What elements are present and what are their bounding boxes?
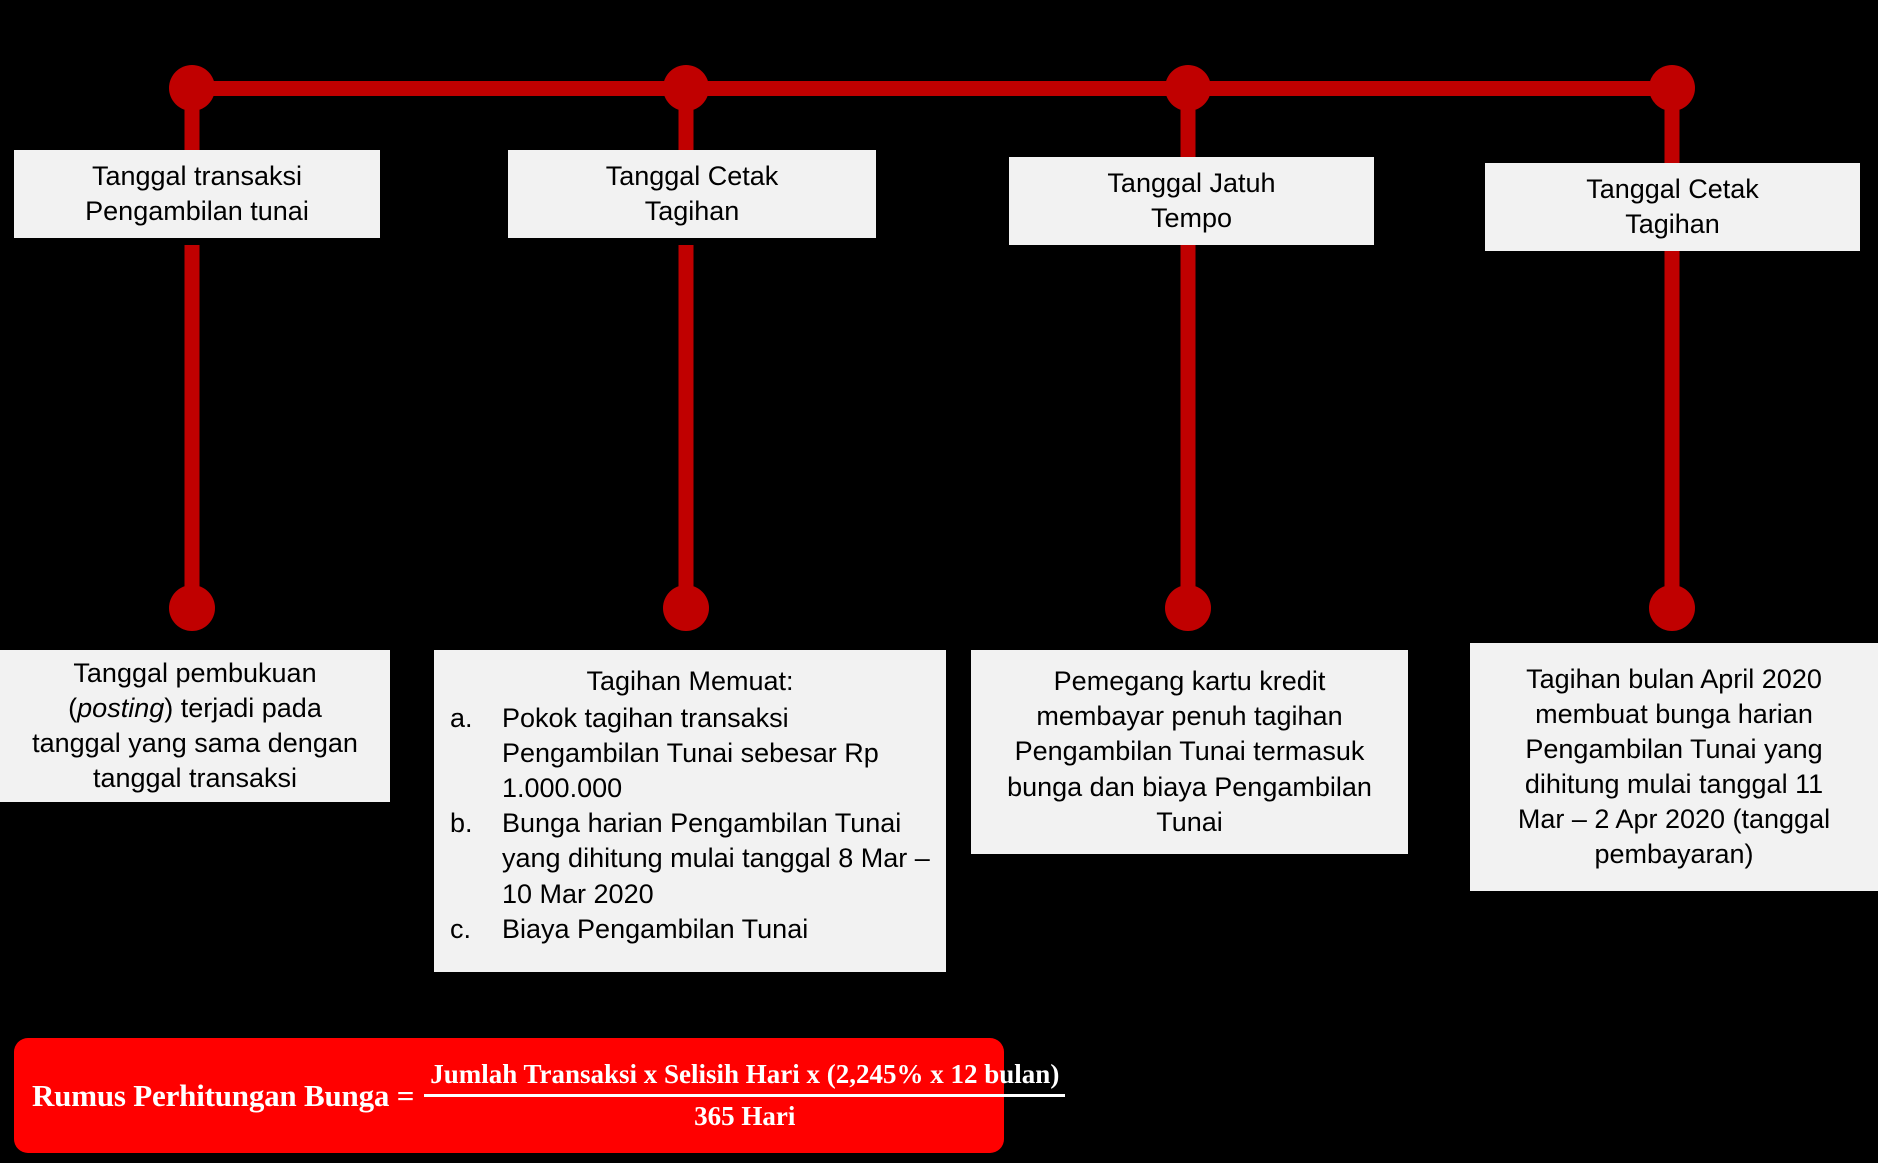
milestone-3-detail-line-3: Pengambilan Tunai termasuk (1014, 736, 1365, 767)
timeline-node-1[interactable] (169, 65, 215, 111)
formula-numerator: Jumlah Transaksi x Selisih Hari x (2,245… (430, 1059, 1060, 1090)
timeline-node-bottom-4[interactable] (1649, 585, 1695, 631)
milestone-2-list-item-c: c. Biaya Pengambilan Tunai (450, 912, 930, 947)
list-marker-b: b. (450, 808, 473, 839)
formula-fraction-bar (424, 1093, 1066, 1097)
milestone-3-detail-line-4: bunga dan biaya Pengambilan (1007, 771, 1372, 802)
milestone-3-detail-line-2: membayar penuh tagihan (1036, 701, 1343, 732)
milestone-1-detail-line-2: (posting) terjadi pada (68, 692, 322, 723)
milestone-4-top-line-2: Tagihan (1625, 209, 1720, 239)
posting-italic-term: posting (77, 692, 165, 723)
milestone-3-detail-box[interactable]: Pemegang kartu kredit membayar penuh tag… (971, 650, 1408, 854)
list-text-a: Pokok tagihan transaksi Pengambilan Tuna… (502, 703, 879, 804)
list-marker-c: c. (450, 913, 472, 944)
milestone-2-top-line-1: Tanggal Cetak (605, 160, 779, 191)
milestone-2-top-line-2: Tagihan (644, 196, 740, 226)
timeline-node-4[interactable] (1649, 65, 1695, 111)
connector-stem-bottom-3 (1180, 245, 1196, 610)
formula-fraction: Jumlah Transaksi x Selisih Hari x (2,245… (424, 1059, 1066, 1131)
connector-stem-bottom-1 (184, 245, 200, 610)
timeline-node-bottom-2[interactable] (663, 585, 709, 631)
milestone-2-top-box[interactable]: Tanggal Cetak Tagihan (508, 150, 876, 238)
milestone-4-detail-line-2: membuat bunga harian (1535, 698, 1813, 729)
milestone-3-detail-line-1: Pemegang kartu kredit (1053, 666, 1326, 697)
milestone-2-list-title: Tagihan Memuat: (586, 666, 794, 696)
milestone-1-detail-box[interactable]: Tanggal pembukuan (posting) terjadi pada… (0, 650, 390, 802)
timeline-node-bottom-1[interactable] (169, 585, 215, 631)
timeline-node-2[interactable] (663, 65, 709, 111)
milestone-1-detail-line-3: tanggal yang sama dengan (32, 728, 358, 758)
milestone-1-top-line-1: Tanggal transaksi (91, 160, 303, 191)
milestone-2-list-item-a: a. Pokok tagihan transaksi Pengambilan T… (450, 701, 930, 806)
milestone-4-top-box[interactable]: Tanggal Cetak Tagihan (1485, 163, 1860, 251)
milestone-1-top-box[interactable]: Tanggal transaksi Pengambilan tunai (14, 150, 380, 238)
milestone-1-detail-line-1: Tanggal pembukuan (73, 657, 317, 688)
formula-label: Rumus Perhitungan Bunga = (32, 1077, 415, 1113)
milestone-2-detail-box[interactable]: Tagihan Memuat: a. Pokok tagihan transak… (434, 650, 946, 972)
formula-denominator: 365 Hari (694, 1100, 796, 1131)
timeline-node-3[interactable] (1165, 65, 1211, 111)
timeline-rail (192, 81, 1672, 96)
milestone-3-top-line-2: Tempo (1150, 203, 1233, 233)
milestone-4-detail-box[interactable]: Tagihan bulan April 2020 membuat bunga h… (1470, 643, 1878, 891)
connector-stem-bottom-4 (1664, 245, 1680, 610)
milestone-3-detail-line-5: Tunai (1156, 806, 1223, 837)
list-marker-a: a. (450, 703, 473, 734)
timeline-node-bottom-3[interactable] (1165, 585, 1211, 631)
milestone-3-top-line-1: Tanggal Jatuh (1107, 167, 1276, 198)
milestone-2-list-item-b: b. Bunga harian Pengambilan Tunai yang d… (450, 806, 930, 911)
interest-formula-bar: Rumus Perhitungan Bunga = Jumlah Transak… (14, 1038, 1066, 1153)
milestone-4-detail-line-4: dihitung mulai tanggal 11 (1524, 769, 1824, 799)
milestone-4-detail-line-3: Pengambilan Tunai yang (1525, 733, 1823, 764)
milestone-4-detail-line-1: Tagihan bulan April 2020 (1526, 663, 1822, 694)
milestone-4-detail-line-6: pembayaran) (1594, 839, 1754, 870)
list-text-c: Biaya Pengambilan Tunai (502, 913, 809, 944)
milestone-4-detail-line-5: Mar – 2 Apr 2020 (tanggal (1517, 804, 1831, 835)
milestone-3-top-box[interactable]: Tanggal Jatuh Tempo (1009, 157, 1374, 245)
milestone-4-top-line-1: Tanggal Cetak (1586, 173, 1759, 204)
connector-stem-bottom-2 (678, 245, 694, 610)
milestone-1-detail-line-4: tanggal transaksi (92, 763, 298, 794)
list-text-b: Bunga harian Pengambilan Tunai yang dihi… (502, 808, 930, 909)
milestone-1-top-line-2: Pengambilan tunai (85, 196, 309, 226)
